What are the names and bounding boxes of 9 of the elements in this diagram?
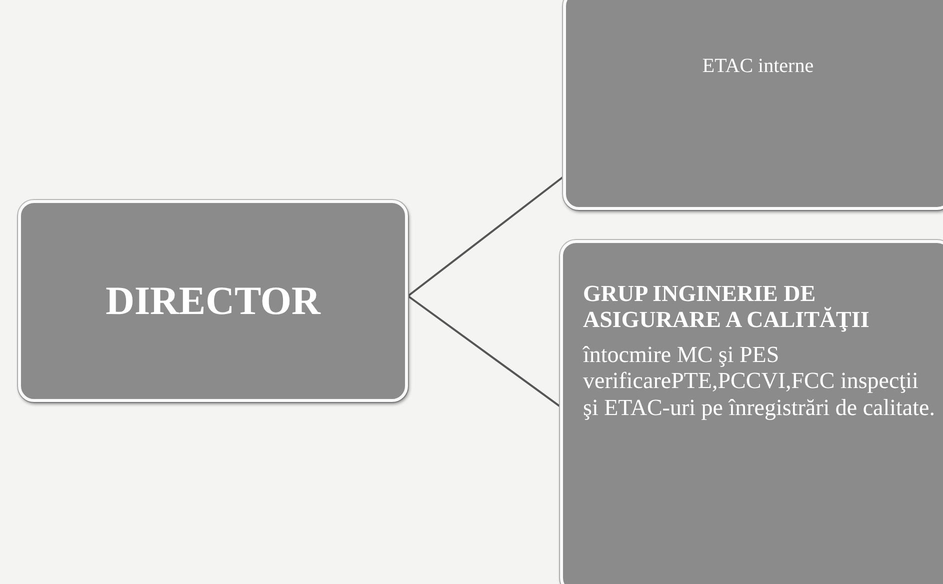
task-list: întocmire MC şi PES verificarePTE,PCCVI,FCC inspecţii şi ETAC-uri pe înregistrări de calitate. — [583, 342, 936, 422]
box-title: ETAC interne — [701, 55, 815, 78]
box-title: DIRECTOR — [106, 278, 320, 324]
group-heading: GRUP INGINERIE DE ASIGURARE A CALITĂŢII — [583, 281, 870, 334]
connector-line — [407, 176, 564, 297]
connector-line — [407, 295, 561, 408]
org-box — [560, 240, 943, 584]
org-box — [563, 0, 943, 210]
org-box — [18, 200, 408, 402]
